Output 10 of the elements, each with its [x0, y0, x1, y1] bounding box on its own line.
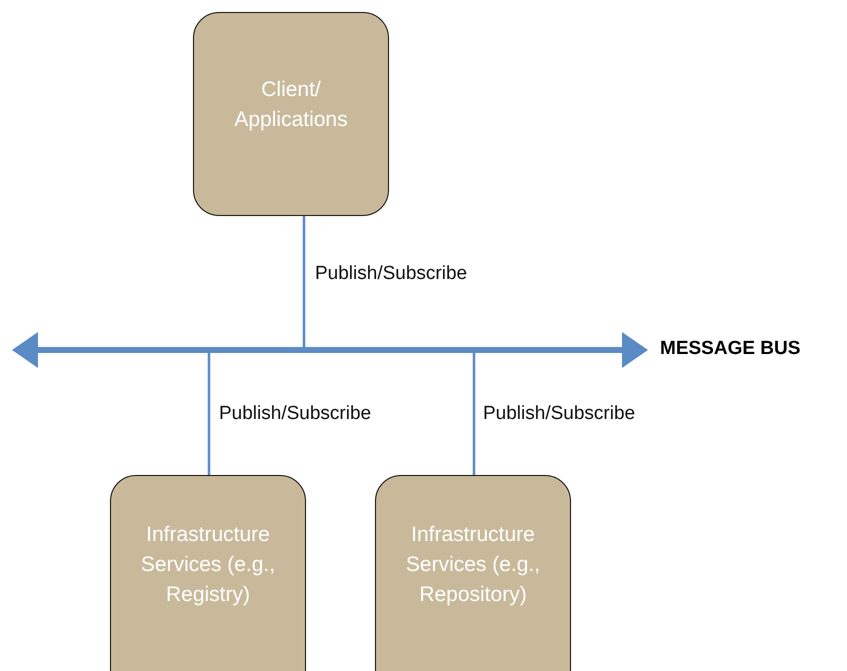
box-label: Infrastructure Services (e.g., Repository) — [404, 522, 542, 608]
service-box — [193, 12, 389, 216]
connector-line — [472, 353, 476, 475]
box-label: Infrastructure Services (e.g., Registry) — [140, 522, 276, 608]
service-box — [110, 475, 306, 671]
connector-line — [208, 353, 210, 475]
connector-line — [302, 216, 306, 347]
box-label: Client/ Applications — [233, 77, 349, 133]
bus-label: MESSAGE BUS — [660, 338, 800, 360]
service-box — [375, 475, 571, 671]
